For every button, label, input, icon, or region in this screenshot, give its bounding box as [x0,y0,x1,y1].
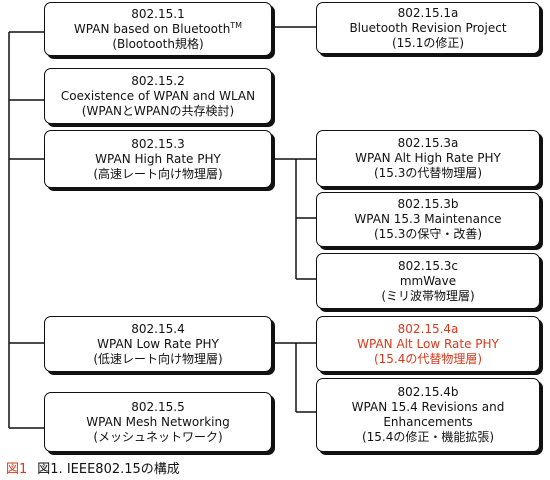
node-title: WPAN Alt High Rate PHY [355,151,501,165]
node-id: 802.15.3 [131,136,185,151]
node-subtitle: (メッシュネットワーク) [93,429,223,444]
node-subtitle: (15.4の代替物理層) [373,351,483,366]
node-title-cont: Enhancements [383,415,473,429]
node-802-15-4b: 802.15.4b WPAN 15.4 Revisions and Enhanc… [316,378,540,452]
node-subtitle: (Blootooth規格) [112,36,204,51]
figure-caption: 図1 図1. IEEE802.15の構成 [6,458,180,477]
node-subtitle: (ミリ波帯物理層) [381,288,475,303]
node-subtitle: (高速レート向け物理層) [93,166,223,181]
node-id: 802.15.4 [131,321,185,336]
node-id: 802.15.1a [397,5,459,20]
figure-label: 図1 [6,462,28,477]
node-title: Bluetooth Revision Project [349,20,507,35]
node-title: WPAN Low Rate PHY [97,336,219,351]
node-802-15-5: 802.15.5 WPAN Mesh Networking (メッシュネットワー… [44,392,272,452]
node-id: 802.15.1 [131,6,185,21]
node-id: 802.15.3c [397,258,459,273]
node-title: Coexistence of WPAN and WLAN [60,88,256,103]
figure-caption-text: 図1. IEEE802.15の構成 [37,462,180,477]
node-title: mmWave [399,273,457,288]
node-subtitle: (低速レート向け物理層) [93,351,223,366]
node-id: 802.15.4b [397,385,459,399]
connector-lines [8,26,316,429]
node-title: WPAN 15.4 Revisions and [351,400,505,414]
node-subtitle: (WPANとWPANの共存検討) [81,103,235,118]
node-802-15-4a: 802.15.4a WPAN Alt Low Rate PHY (15.4の代替… [316,316,540,372]
node-subtitle: (15.4の修正・機能拡張) [361,430,495,444]
node-subtitle: (15.1の修正) [391,35,465,50]
node-802-15-3: 802.15.3 WPAN High Rate PHY (高速レート向け物理層) [44,130,272,188]
node-id: 802.15.5 [131,399,185,414]
node-title: WPAN 15.3 Maintenance [354,212,502,226]
node-id: 802.15.3a [397,136,459,150]
node-802-15-3a: 802.15.3a WPAN Alt High Rate PHY (15.3の代… [316,130,540,187]
node-subtitle: (15.3の代替物理層) [373,166,483,180]
node-id: 802.15.4a [397,321,459,336]
node-802-15-3b: 802.15.3b WPAN 15.3 Maintenance (15.3の保守… [316,192,540,247]
node-id: 802.15.3b [397,197,459,211]
node-802-15-4: 802.15.4 WPAN Low Rate PHY (低速レート向け物理層) [44,316,272,372]
node-802-15-3c: 802.15.3c mmWave (ミリ波帯物理層) [316,253,540,309]
node-802-15-2: 802.15.2 Coexistence of WPAN and WLAN (W… [44,68,272,124]
node-title: WPAN based on BluetoothTM [73,20,243,36]
node-id: 802.15.2 [131,73,185,88]
node-802-15-1a: 802.15.1a Bluetooth Revision Project (15… [316,2,540,54]
node-title: WPAN Mesh Networking [86,414,230,429]
node-subtitle: (15.3の保守・改善) [373,227,483,241]
trademark-mark: TM [230,20,243,30]
node-802-15-1: 802.15.1 WPAN based on BluetoothTM (Bloo… [44,2,272,56]
node-title: WPAN High Rate PHY [95,151,221,166]
node-title: WPAN Alt Low Rate PHY [357,336,499,351]
